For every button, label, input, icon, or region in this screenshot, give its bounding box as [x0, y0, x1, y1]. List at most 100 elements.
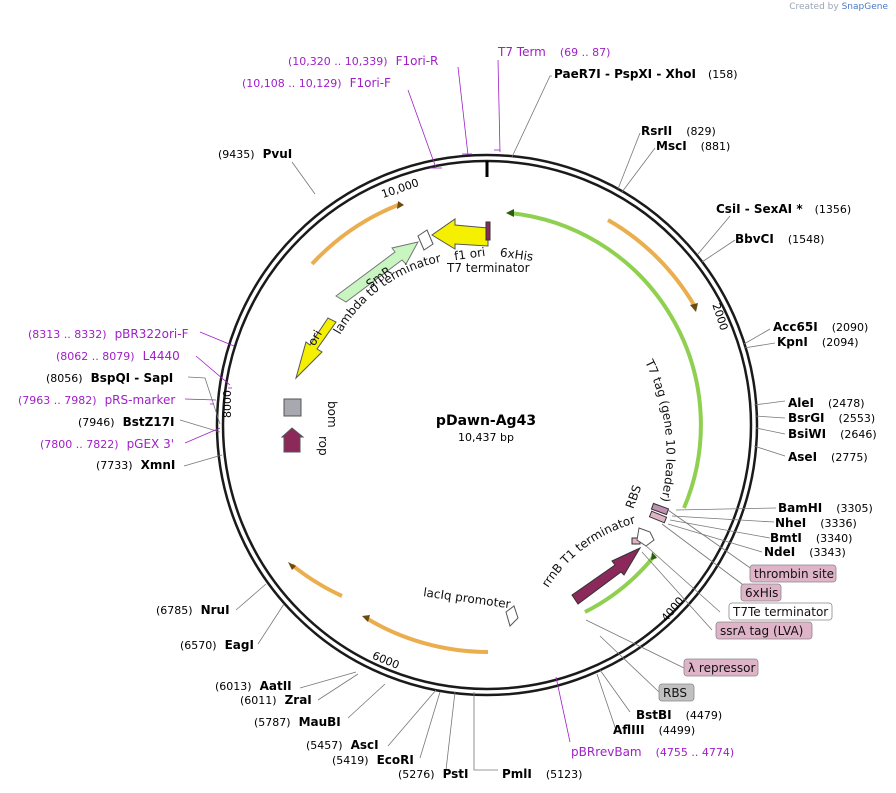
- enzyme-ndei: NdeI(3343): [764, 545, 846, 559]
- enzyme-bmti: BmtI(3340): [770, 531, 852, 545]
- primer-leader-lines: [184, 59, 571, 743]
- boxed-feature-labels: thrombin site 6xHis T7Te terminator ssrA…: [658, 564, 837, 702]
- inner-features: [280, 218, 670, 627]
- label-f1-ori: f1 ori: [453, 245, 486, 263]
- thrombin-box: [749, 564, 837, 583]
- created-by-text: Created by: [789, 2, 839, 12]
- enzyme-bsiwi: BsiWI(2646): [788, 427, 877, 441]
- ssra-box-label: [715, 621, 813, 640]
- primer-f1ori-r: (10,320 .. 10,339)F1ori-R: [288, 54, 438, 68]
- enzyme-asei: AseI(2775): [788, 450, 868, 464]
- label-laciq: lacIq promoter: [422, 585, 511, 611]
- t7te-label: T7Te terminator: [732, 605, 828, 619]
- enzyme-maubi: (5787)MauBI: [254, 715, 341, 729]
- inner-t7-terminator-shape: [417, 229, 434, 251]
- laciq-promoter-shape: [505, 605, 519, 627]
- enzyme-kpni: KpnI(2094): [777, 335, 858, 349]
- leader-lines: [179, 75, 786, 771]
- orf-arc-bottom: [364, 616, 489, 654]
- enzyme-zrai: (6011)ZraI: [240, 693, 312, 707]
- tick-8000: 8000: [221, 390, 234, 418]
- enzyme-msci: MscI(881): [656, 139, 730, 153]
- plasmid-center: pDawn-Ag43 10,437 bp: [436, 413, 536, 444]
- primers: T7 Term(69 .. 87) (10,320 .. 10,339)F1or…: [18, 45, 734, 759]
- enzyme-xmni: (7733)XmnI: [96, 458, 175, 472]
- lambda-repressor-arrow: [571, 546, 642, 605]
- primer-pbrrevbam: pBRrevBam(4755 .. 4774): [571, 745, 734, 759]
- primer-f1ori-f: (10,108 .. 10,129)F1ori-F: [242, 76, 391, 90]
- enzyme-nhei: NheI(3336): [775, 516, 857, 530]
- label-t7-terminator-inner: T7 terminator: [446, 261, 530, 275]
- backbone: [215, 153, 759, 697]
- snapgene-logo-text: SnapGene: [841, 2, 888, 12]
- his-tag-box: [650, 502, 670, 516]
- orf-arc-bottom-left-head: [288, 562, 296, 570]
- primer-l4440: (8062 .. 8079)L4440: [56, 349, 180, 363]
- ssra-label: ssrA tag (LVA): [720, 624, 803, 638]
- enzyme-xhoi-group: PaeR7I - PspXI - XhoI(158): [554, 67, 738, 81]
- label-ori: ori: [305, 328, 325, 349]
- enzyme-nrui: (6785)NruI: [156, 603, 230, 617]
- label-rop: rop: [316, 436, 330, 456]
- enzyme-afliii: AflIII(4499): [613, 723, 695, 737]
- enzyme-pvui: (9435)PvuI: [218, 147, 292, 161]
- label-bom: bom: [325, 401, 339, 428]
- t7te-terminator-shape: [636, 527, 655, 547]
- orf-arc-top-left: [310, 203, 399, 266]
- orf-arc-bottom-left: [290, 563, 343, 598]
- his-box: [740, 583, 782, 602]
- label-rbs-inner: RBS: [623, 483, 644, 510]
- plasmid-length: 10,437 bp: [458, 431, 514, 444]
- f1-ori-arrow: [431, 218, 489, 250]
- primer-prs-marker: (7963 .. 7982)pRS-marker: [18, 393, 175, 407]
- orf-arc-top-left-head: [397, 201, 404, 209]
- label-t7-tag: T7 tag (gene 10 leader): [642, 356, 678, 503]
- enzyme-bamhi: BamHI(3305): [778, 501, 873, 515]
- enzyme-asci: (5457)AscI: [306, 738, 379, 752]
- backbone-outer: [215, 153, 759, 697]
- inner-6xhis-box: [485, 221, 491, 241]
- t7te-box: [728, 602, 833, 621]
- rbs-label: RBS: [663, 686, 687, 700]
- rbs-box: [648, 510, 668, 524]
- primer-pgex3: (7800 .. 7822)pGEX 3': [40, 437, 174, 451]
- thrombin-label: thrombin site: [754, 567, 834, 581]
- orf-arc-right: [607, 218, 696, 307]
- enzyme-bbvci: BbvCI(1548): [735, 232, 824, 246]
- restriction-enzymes: PaeR7I - PspXI - XhoI(158) RsrII(829) Ms…: [46, 67, 877, 781]
- enzyme-sexai: CsiI - SexAI *(1356): [716, 202, 851, 216]
- ori-arrow: [295, 317, 337, 380]
- enzyme-bsrgi: BsrGI(2553): [788, 411, 875, 425]
- bom-box: [283, 398, 302, 417]
- enzyme-alei: AleI(2478): [788, 396, 865, 410]
- enzyme-acc65i: Acc65I(2090): [773, 320, 868, 334]
- enzyme-aatii: (6013)AatII: [215, 679, 292, 693]
- t7tag-green-arc: [509, 211, 703, 509]
- t7tag-green-head: [506, 209, 514, 217]
- rbs-box-label: [658, 683, 695, 702]
- enzyme-sapi: (8056)BspQI - SapI: [46, 371, 173, 385]
- lambda-repressor-label: λ repressor: [688, 661, 755, 675]
- primer-pbr322ori-f: (8313 .. 8332)pBR322ori-F: [28, 327, 189, 341]
- plasmid-name: pDawn-Ag43: [436, 413, 536, 429]
- enzyme-rsrii: RsrII(829): [641, 124, 716, 138]
- his-label: 6xHis: [745, 586, 778, 600]
- enzyme-ecori: (5419)EcoRI: [332, 753, 414, 767]
- enzyme-eagi: (6570)EagI: [180, 638, 254, 652]
- enzyme-bstz17i: (7946)BstZ17I: [78, 415, 174, 429]
- enzyme-bstbi: BstBI(4479): [636, 708, 722, 722]
- lambda-repressor-box: [683, 658, 759, 677]
- orf-arc-right-head: [690, 303, 698, 312]
- enzyme-psti: (5276)PstI: [398, 767, 469, 781]
- lower-green-head: [651, 552, 657, 560]
- primer-t7-term: T7 Term(69 .. 87): [497, 45, 610, 59]
- enzyme-pmli: PmlI(5123): [502, 767, 582, 781]
- orf-arcs: [288, 201, 698, 654]
- snapgene-branding: Created by SnapGene: [789, 2, 888, 12]
- rop-arrow: [280, 427, 305, 453]
- smr-arrow: [335, 241, 419, 303]
- label-rrnb: rrnB T1 terminator: [539, 512, 637, 589]
- orf-arc-bottom-head: [362, 615, 370, 622]
- tick-2000: 2000: [709, 301, 730, 332]
